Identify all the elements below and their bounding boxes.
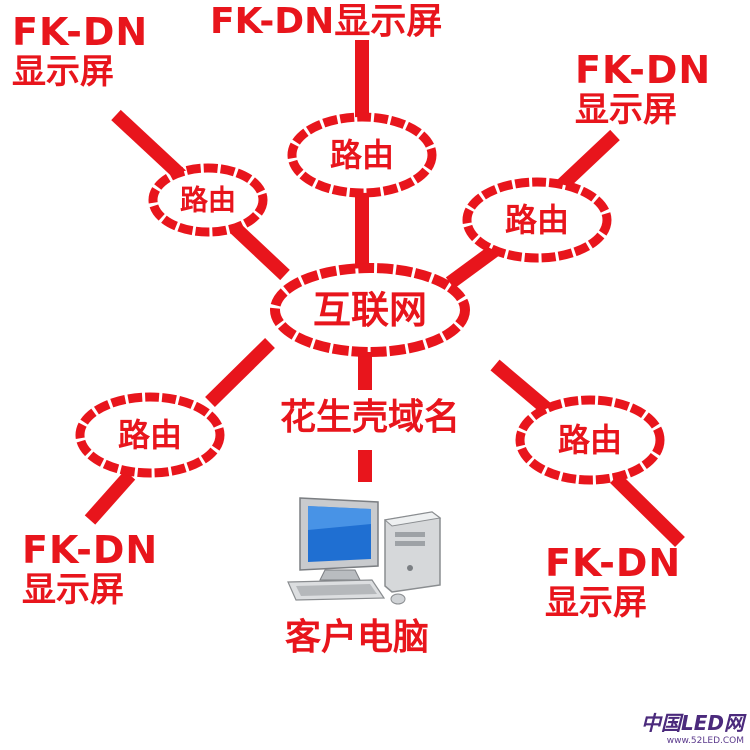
- router-node-bottomright: [515, 395, 665, 485]
- display-type-text: 显示屏: [12, 51, 114, 92]
- nodes: [75, 112, 665, 485]
- watermark-brand: 中国LED网: [640, 711, 744, 735]
- router-label: 路由: [558, 421, 622, 459]
- router-node-top: [287, 112, 437, 198]
- link-router-display-bottomright: [610, 473, 685, 547]
- hub-node-internet: [270, 263, 470, 357]
- display-model-text: FK-DN: [545, 541, 682, 585]
- router-label: 路由: [330, 136, 394, 174]
- watermark-url: www.52LED.COM: [666, 736, 744, 746]
- hub-label: 互联网: [313, 288, 427, 332]
- link-router-display-bottomleft: [84, 470, 136, 525]
- display-model-text: FK-DN: [575, 48, 712, 92]
- display-model-text: FK-DN: [22, 528, 159, 572]
- display-type-text: 显示屏: [575, 89, 677, 130]
- link-router-hub-topright: [445, 244, 500, 289]
- router-node-topright: [462, 177, 612, 263]
- display-label-topright: FK-DN 显示屏: [575, 48, 712, 130]
- display-label-top: FK-DN显示屏: [210, 1, 443, 42]
- domain-label: 花生壳域名: [280, 397, 461, 438]
- client-label: 客户电脑: [285, 617, 430, 658]
- link-router-hub-topleft: [230, 222, 290, 281]
- display-model-text: FK-DN: [12, 10, 149, 54]
- display-type-text: 显示屏: [22, 569, 124, 610]
- display-label-topleft: FK-DN 显示屏: [12, 10, 149, 92]
- computer-icon: [287, 497, 442, 605]
- display-label-bottomright: FK-DN 显示屏: [545, 541, 682, 623]
- watermark: 中国LED网 www.52LED.COM: [641, 707, 744, 746]
- link-display-router-topright: [557, 129, 620, 191]
- link-hub-router-bottomleft: [205, 338, 275, 407]
- display-type-text: 显示屏: [545, 582, 647, 623]
- router-label: 路由: [118, 416, 182, 454]
- router-node-topleft: [148, 163, 268, 237]
- display-label-bottomleft: FK-DN 显示屏: [22, 528, 159, 610]
- router-label: 路由: [180, 184, 236, 217]
- router-label: 路由: [505, 201, 569, 239]
- router-node-bottomleft: [75, 392, 225, 478]
